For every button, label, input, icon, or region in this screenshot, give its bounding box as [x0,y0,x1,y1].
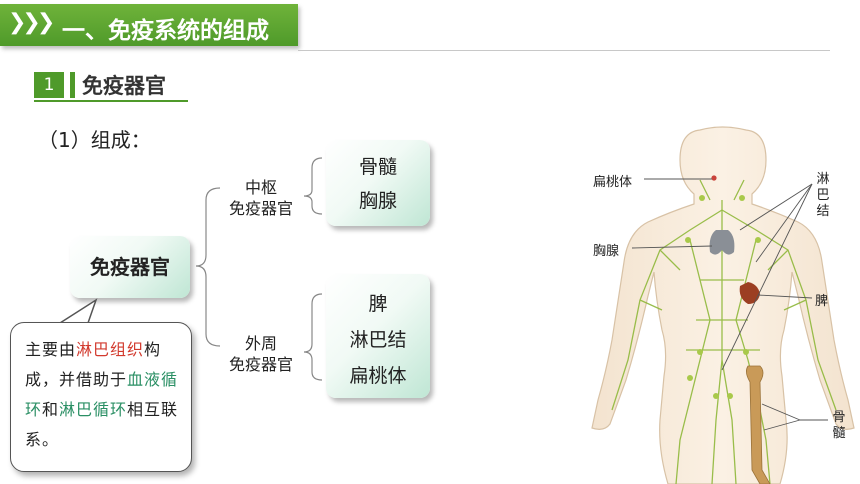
peripheral-label-line1: 外周 [244,334,277,353]
main-brace [195,187,221,347]
section-header-banner: ❯❯❯ 一、免疫系统的组成 [0,4,298,46]
tonsil-shape [711,175,717,181]
note-text-lymph-circulation: 淋巴循环 [59,400,128,419]
organ-item: 扁桃体 [349,365,407,387]
central-brace [303,157,323,215]
chevron-right-icon: ❯❯❯ [8,10,55,35]
peripheral-immune-organs-label: 外周 免疫器官 [216,333,306,375]
central-label-line2: 免疫器官 [228,199,293,218]
organ-item: 骨髓 [358,156,397,178]
subsection-number: 1 [34,72,64,98]
subsection-title: 免疫器官 [82,74,166,98]
header-divider [298,50,830,51]
note-text: 相互联系。 [25,400,179,449]
subsection-bar [70,72,75,98]
label-lymph-nodes: 淋巴结 [816,172,830,219]
organ-item: 胸腺 [358,190,397,212]
peripheral-organs-box: 脾 淋巴结 扁桃体 [326,274,430,398]
peripheral-brace [303,293,323,381]
organ-item: 脾 [368,293,388,315]
central-immune-organs-label: 中枢 免疫器官 [216,177,306,219]
note-callout: 主要由淋巴组织构成，并借助于血液循环和淋巴循环相互联系。 [10,322,192,472]
note-text: 主要由 [25,340,77,359]
label-bone-marrow: 骨髓 [832,410,846,441]
note-text: 构成，并借助于 [25,340,162,389]
thymus-shape [709,230,735,255]
lymph-vessels [611,179,837,484]
central-organs-box: 骨髓 胸腺 [326,140,430,226]
subsection-underline [34,100,188,102]
note-text-blood-circulation: 血液循环 [25,370,179,419]
immune-organs-label: 免疫器官 [90,255,170,279]
note-text: 和 [42,400,60,419]
organ-item: 淋巴结 [349,329,407,351]
peripheral-label-line2: 免疫器官 [228,355,293,374]
note-text-lymphoid-tissue: 淋巴组织 [76,340,145,359]
label-spleen: 脾 [815,294,829,309]
anatomy-leader-lines [631,178,828,431]
section-title: 一、免疫系统的组成 [62,18,269,44]
immune-organs-box: 免疫器官 [70,236,190,298]
label-tonsil: 扁桃体 [593,175,633,190]
composition-label: （1）组成： [38,128,151,152]
spleen-shape [739,282,760,304]
central-label-line1: 中枢 [244,178,277,197]
label-thymus: 胸腺 [593,244,620,259]
femur-shape [746,365,771,484]
